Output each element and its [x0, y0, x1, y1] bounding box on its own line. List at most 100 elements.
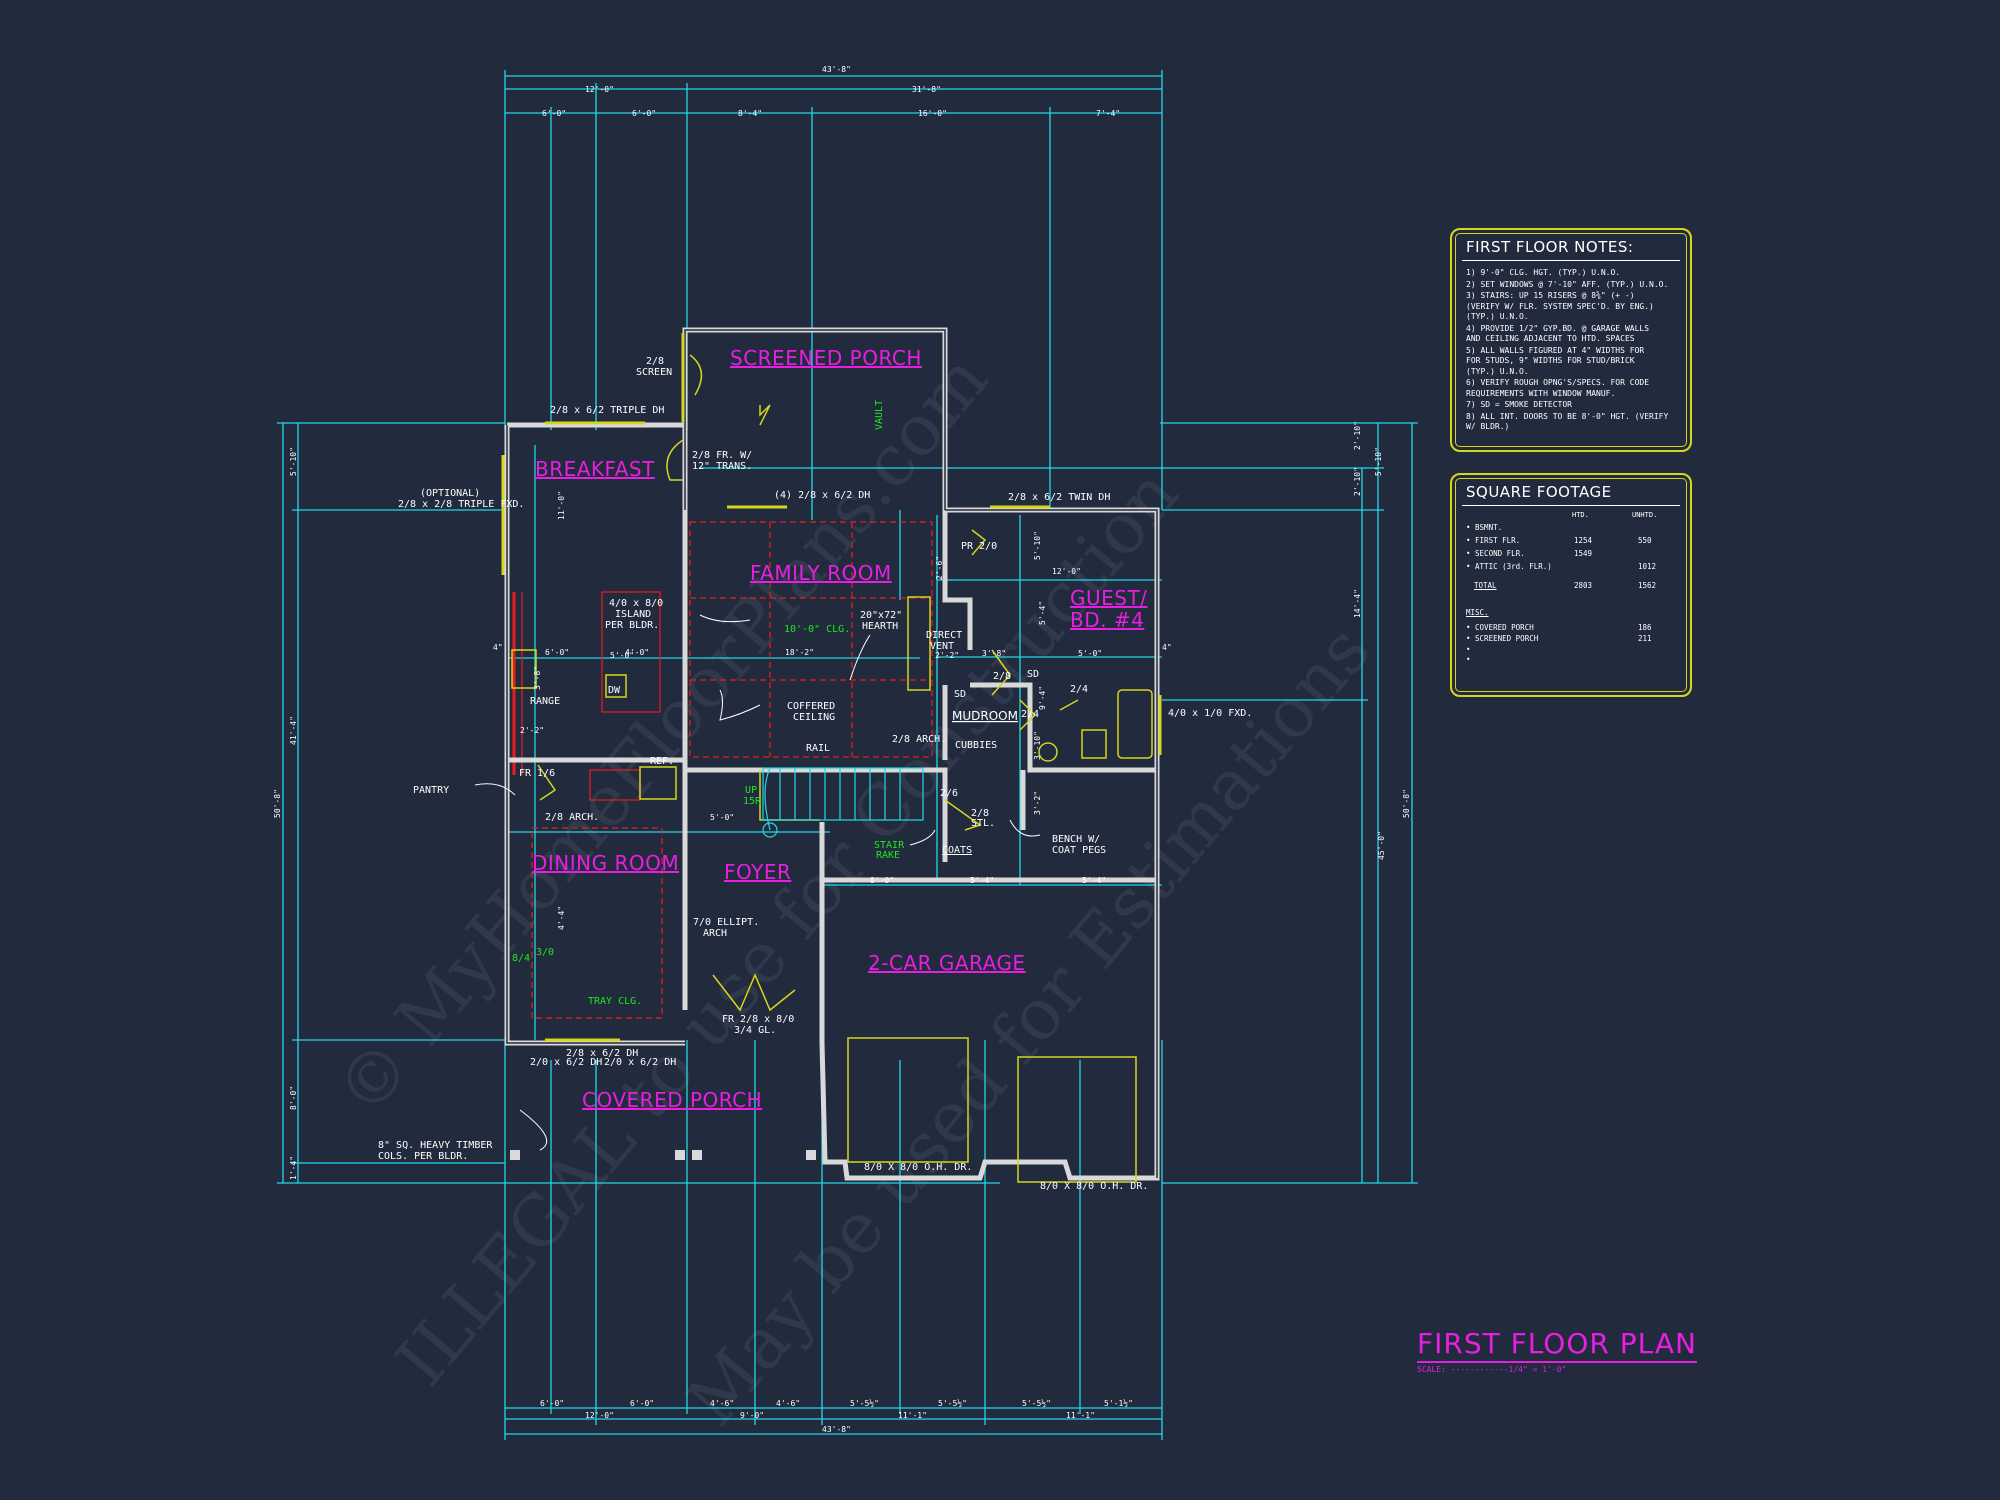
note-dim-30: 3/0	[536, 947, 554, 958]
sqft-row-label: • SECOND FLR.	[1466, 549, 1525, 558]
note-four-dh: (4) 2/8 x 6/2 DH	[774, 490, 870, 501]
plan-title-block: FIRST FLOOR PLAN SCALE: ------------1/4"…	[1417, 1327, 1697, 1374]
dim-top-r2-1: 6'-0"	[632, 109, 656, 118]
dim-right-inner-3: 14'-4"	[1353, 589, 1362, 618]
sqft-misc-value: 186	[1638, 623, 1652, 632]
sqft-row-unhtd: 1012	[1638, 562, 1657, 571]
note-hearth-1: 20"x72"	[860, 610, 902, 621]
sqft-row-htd: 1254	[1574, 536, 1593, 545]
dim-right-inner-0: 5'-10"	[1374, 447, 1383, 476]
porch-columns	[510, 1150, 816, 1160]
sink	[1081, 729, 1107, 759]
dim-5-4a: 5'-4"	[970, 876, 994, 885]
dim-4-0: 4'-0"	[625, 648, 649, 657]
note-dh-front-3: 2/0 x 6/2 DH	[604, 1057, 676, 1068]
note-garage-door-1: 8/0 X 8/0 O.H. DR.	[864, 1162, 972, 1173]
dim-left-inner-3: 1'-4"	[289, 1156, 298, 1180]
note-pr-20: PR 2/0	[961, 541, 997, 552]
dim-bot-r1-5: 5'-5½"	[938, 1398, 967, 1408]
note-item: 6) VERIFY ROUGH OPNG'S/SPECS. FOR CODE R…	[1466, 378, 1650, 398]
note-ellipt-1: 7/0 ELLIPT.	[693, 917, 759, 928]
leader-lines	[474, 614, 1041, 1151]
note-tray: TRAY CLG.	[588, 996, 642, 1007]
sqft-row-unhtd: 550	[1638, 536, 1652, 545]
dim-top-r2-3: 16'-0"	[918, 109, 947, 118]
sqft-misc-label: •	[1466, 645, 1471, 654]
room-dining: DINING ROOM	[532, 851, 679, 875]
dim-18-2: 18'-2"	[785, 648, 814, 657]
note-item: 7) SD = SMOKE DETECTOR	[1466, 400, 1572, 409]
note-up-1: UP	[745, 785, 757, 796]
note-sd-1: SD	[1027, 669, 1039, 680]
dim-right-outer: 50'-8"	[1402, 789, 1411, 818]
note-fr-door-1: 2/8 FR. W/	[692, 450, 752, 461]
dim-4-4: 4'-4"	[557, 906, 566, 930]
dim-bot-r2-2: 11'-1"	[898, 1411, 927, 1420]
room-breakfast: BREAKFAST	[535, 457, 655, 481]
note-rail: RAIL	[806, 743, 830, 754]
dimension-texts: 43'-8" 12'-0" 31'-8" 6'-0" 6'-0" 8'-4" 1…	[273, 65, 1411, 1434]
note-door-28: 2/8	[993, 671, 1011, 682]
dim-2-2b: 2'-2"	[935, 651, 959, 660]
note-stair-rake-2: RAKE	[876, 850, 900, 861]
note-screen-door-2: SCREEN	[636, 367, 672, 378]
dim-4b: 4"	[1162, 643, 1172, 652]
note-item: 1) 9'-0" CLG. HGT. (TYP.) U.N.O.	[1466, 268, 1621, 277]
note-door-24b: 2/4	[1021, 709, 1039, 720]
sqft-total-label: TOTAL	[1474, 581, 1497, 590]
sqft-misc-label: •	[1466, 655, 1471, 664]
room-guest-bd: BD. #4	[1070, 608, 1144, 632]
note-ref: REF.	[650, 756, 674, 767]
note-vault: VAULT	[874, 400, 885, 430]
note-optional-2: 2/8 x 2/8 TRIPLE FXD.	[398, 499, 524, 510]
note-bench-1: BENCH W/	[1052, 834, 1100, 845]
sqft-title: SQUARE FOOTAGE	[1466, 483, 1612, 501]
first-floor-notes-box: FIRST FLOOR NOTES: 1) 9'-0" CLG. HGT. (T…	[1450, 228, 1692, 452]
note-fr-16: FR 1/6	[519, 768, 555, 779]
note-door-28-stl-1: 2/8	[971, 808, 989, 819]
room-labels: SCREENED PORCH BREAKFAST FAMILY ROOM GUE…	[532, 346, 1147, 1112]
note-arch-28-dining: 2/8 ARCH.	[545, 812, 599, 823]
dim-left-inner-2: 8'-0"	[289, 1086, 298, 1110]
sqft-row-label: • ATTIC (3rd. FLR.)	[1466, 562, 1552, 571]
note-dw: DW	[608, 685, 621, 696]
wall-inner	[506, 329, 1158, 1178]
range-top	[511, 649, 537, 689]
note-coffered-2: CEILING	[793, 712, 835, 723]
dim-8-0: 8'-0"	[870, 876, 894, 885]
note-dh-front-2: 2/0 x 6/2 DH	[530, 1057, 602, 1068]
note-direct-vent-1: DIRECT	[926, 630, 962, 641]
plan-scale: SCALE: ------------1/4" = 1'-0"	[1417, 1365, 1567, 1374]
annotations: 2/8 SCREEN 2/8 x 6/2 TRIPLE DH 2/8 FR. W…	[378, 356, 1252, 1192]
dim-2-6r: 2'-6"	[935, 556, 944, 580]
sqft-total-htd: 2803	[1574, 581, 1593, 590]
dim-bot-r2-1: 9'-0"	[740, 1411, 764, 1420]
dim-top-r2-2: 8'-4"	[738, 109, 762, 118]
note-door-26: 2/6	[940, 788, 958, 799]
sqft-row-label: • BSMNT.	[1466, 523, 1503, 532]
dim-bot-r2-0: 12'-0"	[585, 1411, 614, 1420]
note-triple-dh: 2/8 x 6/2 TRIPLE DH	[550, 405, 664, 416]
sqft-misc-label: • COVERED PORCH	[1466, 623, 1534, 632]
note-range: RANGE	[530, 696, 560, 707]
note-up-2: 15R	[743, 796, 762, 807]
sqft-row-htd: 1549	[1574, 549, 1593, 558]
note-optional-1: (OPTIONAL)	[420, 488, 480, 499]
dim-bot-r1-3: 4'-6"	[776, 1399, 800, 1408]
note-item: 8) ALL INT. DOORS TO BE 8'-0" HGT. (VERI…	[1466, 411, 1669, 432]
dim-3-2: 3'-2"	[1033, 791, 1042, 815]
dim-bot-r1-2: 4'-6"	[710, 1399, 734, 1408]
room-family: FAMILY ROOM	[750, 561, 892, 585]
dim-left-outer: 50'-8"	[273, 789, 282, 818]
dim-5-0-foyer: 5'-0"	[710, 813, 734, 822]
garage-door-2-outline	[1017, 1056, 1137, 1183]
notes-title: FIRST FLOOR NOTES:	[1466, 238, 1634, 256]
dim-4a: 4"	[493, 643, 503, 652]
dim-2-2: 2'-2"	[520, 726, 544, 735]
note-item: 2) SET WINDOWS @ 7'-10" AFF. (TYP.) U.N.…	[1466, 279, 1669, 289]
room-garage: 2-CAR GARAGE	[868, 951, 1026, 975]
room-guest: GUEST/	[1070, 586, 1147, 610]
note-door-28-stl-2: STL.	[971, 818, 995, 829]
note-island-1: 4/0 x 8/0	[609, 598, 663, 609]
